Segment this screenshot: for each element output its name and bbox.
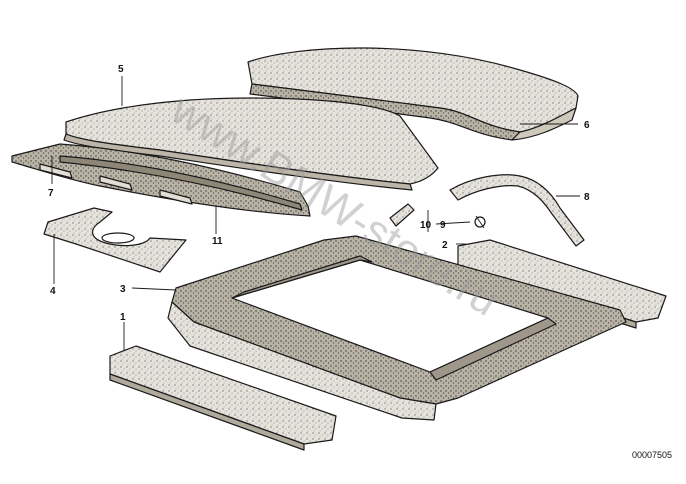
part-3-sunroof-frame [167, 235, 627, 421]
part-9-clip [474, 215, 486, 229]
callout-10: 10 [420, 220, 432, 231]
part-4-bracket-plate [43, 207, 187, 273]
part-7-sunshade-frame [11, 143, 311, 217]
callout-2: 2 [442, 240, 448, 251]
callout-9: 9 [440, 220, 446, 231]
callout-8: 8 [584, 192, 590, 203]
part-8-drain-hose [449, 174, 585, 247]
callout-4: 4 [50, 286, 56, 297]
document-number: 00007505 [632, 450, 672, 460]
callout-11: 11 [212, 236, 223, 247]
callout-7: 7 [48, 188, 54, 199]
leader-lines [51, 76, 580, 350]
part-1-foam-strip-front [109, 345, 337, 451]
callout-6: 6 [584, 120, 590, 131]
callout-3: 3 [120, 284, 126, 295]
callout-5: 5 [118, 64, 124, 75]
callout-1: 1 [120, 312, 126, 323]
part-6-foam-block [247, 47, 579, 141]
part-10-tube [389, 203, 415, 227]
